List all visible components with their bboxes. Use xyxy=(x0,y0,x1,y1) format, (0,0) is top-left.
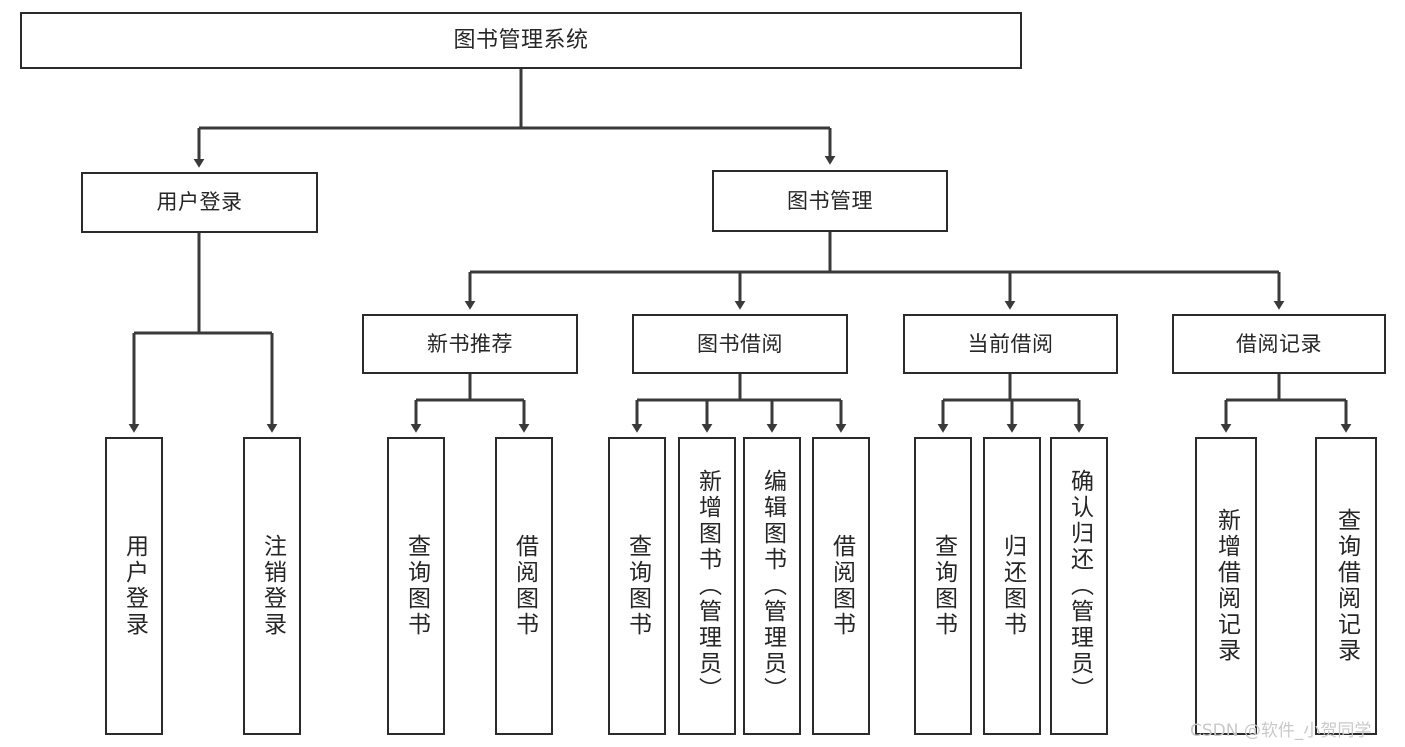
node-leaf-confirm-return-admin-label: 确认归还（管理员） xyxy=(1066,469,1093,703)
node-leaf-user-login-label: 用户登录 xyxy=(121,534,148,638)
node-leaf-edit-book-admin[interactable]: 编辑图书（管理员） xyxy=(743,437,801,735)
node-leaf-current-query-book-label: 查询图书 xyxy=(930,534,957,638)
node-book-manage-label: 图书管理 xyxy=(787,188,873,213)
node-leaf-borrow-query-book[interactable]: 查询图书 xyxy=(608,437,666,735)
node-leaf-borrow-book[interactable]: 借阅图书 xyxy=(812,437,870,735)
node-book-borrow[interactable]: 图书借阅 xyxy=(632,314,848,374)
node-book-manage[interactable]: 图书管理 xyxy=(712,170,948,232)
node-leaf-add-borrow-record-label: 新增借阅记录 xyxy=(1213,508,1240,664)
node-leaf-logout[interactable]: 注销登录 xyxy=(243,437,301,735)
node-root[interactable]: 图书管理系统 xyxy=(20,12,1022,69)
node-root-label: 图书管理系统 xyxy=(453,27,589,53)
node-leaf-user-login[interactable]: 用户登录 xyxy=(105,437,163,735)
node-current-borrow[interactable]: 当前借阅 xyxy=(903,314,1118,374)
node-user-login-label: 用户登录 xyxy=(156,190,243,215)
node-leaf-borrow-book-label: 借阅图书 xyxy=(828,534,855,638)
node-leaf-current-query-book[interactable]: 查询图书 xyxy=(914,437,972,735)
node-leaf-recommend-query-book-label: 查询图书 xyxy=(403,534,430,638)
node-user-login[interactable]: 用户登录 xyxy=(81,172,318,233)
node-borrow-record[interactable]: 借阅记录 xyxy=(1172,314,1386,374)
node-leaf-edit-book-admin-label: 编辑图书（管理员） xyxy=(759,469,786,703)
node-leaf-add-book-admin[interactable]: 新增图书（管理员） xyxy=(678,437,736,735)
node-book-borrow-label: 图书借阅 xyxy=(697,331,783,356)
node-leaf-recommend-query-book[interactable]: 查询图书 xyxy=(387,437,445,735)
node-current-borrow-label: 当前借阅 xyxy=(967,331,1054,356)
node-leaf-query-borrow-record-label: 查询借阅记录 xyxy=(1333,508,1360,664)
node-leaf-query-borrow-record[interactable]: 查询借阅记录 xyxy=(1315,437,1377,735)
node-leaf-recommend-borrow-book[interactable]: 借阅图书 xyxy=(495,437,553,735)
node-leaf-confirm-return-admin[interactable]: 确认归还（管理员） xyxy=(1050,437,1108,735)
node-leaf-borrow-query-book-label: 查询图书 xyxy=(624,534,651,638)
node-new-book-recommend[interactable]: 新书推荐 xyxy=(362,314,578,374)
node-leaf-return-book[interactable]: 归还图书 xyxy=(983,437,1041,735)
node-leaf-recommend-borrow-book-label: 借阅图书 xyxy=(511,534,538,638)
node-new-book-recommend-label: 新书推荐 xyxy=(427,331,513,356)
node-leaf-add-book-admin-label: 新增图书（管理员） xyxy=(694,469,721,703)
node-leaf-add-borrow-record[interactable]: 新增借阅记录 xyxy=(1195,437,1257,735)
node-borrow-record-label: 借阅记录 xyxy=(1236,331,1322,356)
node-leaf-logout-label: 注销登录 xyxy=(259,534,286,638)
node-leaf-return-book-label: 归还图书 xyxy=(999,534,1026,638)
